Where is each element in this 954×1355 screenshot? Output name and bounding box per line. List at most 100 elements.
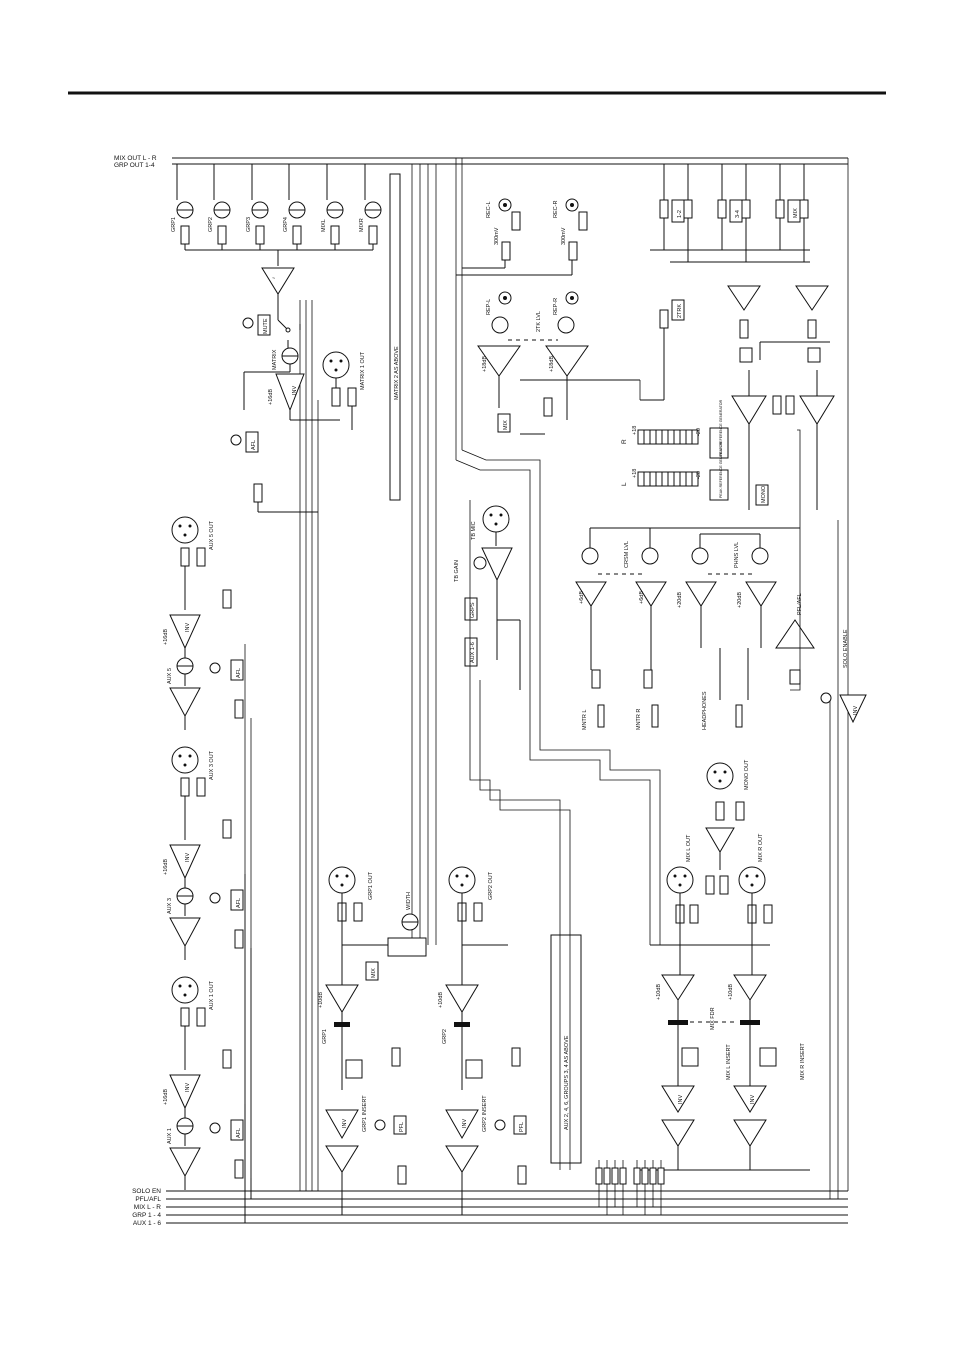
phns-pot-l-icon[interactable] xyxy=(691,547,709,565)
bus-label-solo-en: SOLO EN xyxy=(132,1188,161,1195)
monitor-select-button[interactable] xyxy=(729,199,743,223)
mono-button[interactable] xyxy=(755,484,769,506)
mono-out-label: MONO OUT xyxy=(744,759,750,790)
meter-segment xyxy=(637,471,645,487)
matrix2-note: MATRIX 2 AS ABOVE xyxy=(394,346,400,400)
meter-segment xyxy=(685,429,693,445)
mix-r-out-label: MIX R OUT xyxy=(758,833,764,862)
tape-mix-button[interactable] xyxy=(497,413,511,433)
aux-out-xlr-icon xyxy=(171,516,199,544)
matrix-source-label: MIXR xyxy=(359,218,365,232)
tb-aux-button[interactable] xyxy=(464,637,478,667)
aux-afl-button[interactable] xyxy=(230,659,244,681)
mix-l-out-xlr-icon xyxy=(666,866,694,894)
meter-l-label: L xyxy=(621,482,628,486)
group-mix-button[interactable] xyxy=(365,961,379,981)
group-insert-jack-icon xyxy=(345,1059,363,1079)
rec-l-level: 300mV xyxy=(494,227,500,245)
2tk-lvl-pot-l-icon[interactable] xyxy=(491,316,509,334)
gain-c-label: +20dB xyxy=(677,592,683,608)
meter-segment xyxy=(667,471,675,487)
group-out-xlr-icon xyxy=(448,866,476,894)
matrix-pot-label: MATRIX xyxy=(272,349,278,370)
mono-out-xlr-icon xyxy=(706,762,734,790)
peak-ref-r-text: PEAK REFERENCE GENERATOR xyxy=(719,399,723,456)
headphones-jack-icon xyxy=(735,704,743,728)
crsm-pot-r-icon[interactable] xyxy=(641,547,659,565)
matrix-out-label: MATRIX 1 OUT xyxy=(360,351,366,390)
top-bus: MIX OUT L - R GRP OUT 1-4 xyxy=(114,155,848,169)
meter-segment xyxy=(661,429,669,445)
matrix-inv-label: INV xyxy=(292,386,298,396)
mix-l-insert-jack-icon xyxy=(681,1047,699,1067)
meter-segment xyxy=(679,429,687,445)
monitor-select-label: 3-4 xyxy=(735,210,741,218)
peak-ref-r-box xyxy=(709,427,729,459)
monitor-select-button[interactable] xyxy=(671,199,685,223)
group-out-xlr-icon xyxy=(328,866,356,894)
aux-name-label: AUX 1 xyxy=(167,1128,173,1144)
matrix-mute-button[interactable] xyxy=(257,314,271,336)
group-pfl-led-icon xyxy=(374,1119,386,1131)
aux-inv-label: INV xyxy=(185,1083,191,1093)
group-pfl-button[interactable] xyxy=(393,1115,407,1135)
meter-segment xyxy=(649,471,657,487)
rep-r-label: REP-R xyxy=(553,298,559,315)
matrix-gain-label: +16dB xyxy=(268,389,274,405)
gain-d-label: +20dB xyxy=(737,592,743,608)
aux-afl-button[interactable] xyxy=(230,1119,244,1141)
aux-afl-label: AFL xyxy=(236,668,242,678)
matrix-source-label: MIXL xyxy=(321,219,327,232)
aux-out-label: AUX 5 OUT xyxy=(209,520,215,550)
group-insert-label: GRP1 INSERT xyxy=(362,1095,368,1132)
mix-fader-r[interactable] xyxy=(740,1020,760,1025)
aux-out-xlr-icon xyxy=(171,746,199,774)
peak-ref-l-text: PEAK REFERENCE GENERATOR xyxy=(719,441,723,498)
matrix-afl-label: AFL xyxy=(251,440,257,450)
aux-inv-label: INV xyxy=(185,853,191,863)
mix-inv-l-label: INV xyxy=(678,1095,684,1105)
matrix-afl-button[interactable] xyxy=(245,431,259,453)
2tk-lvl-pot-r-icon[interactable] xyxy=(557,316,575,334)
mix-bus-resistors xyxy=(595,1160,665,1215)
mix-inv-r-label: INV xyxy=(750,1095,756,1105)
mix-fader-l[interactable] xyxy=(668,1020,688,1025)
mntr-r-jack-icon xyxy=(651,704,659,728)
monitor-select-button[interactable] xyxy=(787,199,801,223)
meters xyxy=(637,429,699,487)
group-pfl-label: PFL xyxy=(519,1122,525,1132)
aux-name-label: AUX 5 xyxy=(167,668,173,684)
mix-fader-label: MIX FDR xyxy=(710,1007,716,1030)
group-gain-label: +10dB xyxy=(438,992,444,1008)
mix-r-out-xlr-icon xyxy=(738,866,766,894)
2trk-select-button[interactable] xyxy=(671,299,685,321)
rec-r-label: REC-R xyxy=(553,201,559,218)
width-control-box xyxy=(387,937,427,957)
bus-label-grp-out: GRP OUT 1-4 xyxy=(114,162,155,169)
aux-afl-button[interactable] xyxy=(230,889,244,911)
matrix-source-label: GRP2 xyxy=(208,217,214,232)
group-pfl-button[interactable] xyxy=(513,1115,527,1135)
bottom-bus: SOLO EN PFL/AFL MIX L - R GRP 1 - 4 AUX … xyxy=(132,1188,848,1227)
mix-l-out-label: MIX L OUT xyxy=(686,834,692,862)
tb-gain-pot-icon[interactable] xyxy=(473,556,487,570)
crsm-pot-l-icon[interactable] xyxy=(581,547,599,565)
phns-pot-r-icon[interactable] xyxy=(751,547,769,565)
mix-gain-l-label: +10dB xyxy=(656,984,662,1000)
meter-segment xyxy=(691,471,699,487)
crsm-label: CRSM LVL xyxy=(624,541,630,568)
width-label: WIDTH xyxy=(406,892,412,910)
meter-l-bottom: -20 xyxy=(696,471,702,479)
tb-gain-label: TB GAIN xyxy=(454,560,460,582)
matrix-source-label: GRP4 xyxy=(283,217,289,232)
tb-grps-label: GRPS xyxy=(470,602,476,618)
bus-label-pfl-afl: PFL/AFL xyxy=(135,1196,161,1203)
tb-grps-button[interactable] xyxy=(464,597,478,621)
group-inv-label: INV xyxy=(462,1119,468,1129)
solo-enable-label: SOLO ENABLE xyxy=(843,629,849,668)
2tk-lvl-label: 2TK LVL xyxy=(536,311,542,332)
aux-out-xlr-icon xyxy=(171,976,199,1004)
